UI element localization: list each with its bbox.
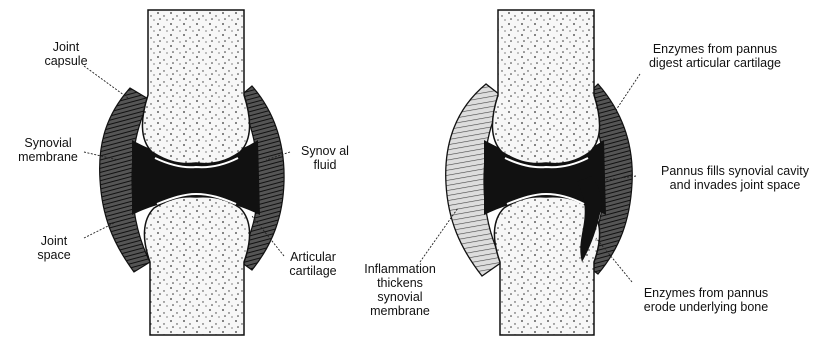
arthritic-joint: [446, 10, 633, 335]
normal-upper-bone: [142, 10, 249, 164]
arthritic-lower-bone: [494, 197, 599, 335]
label-articular-cartilage: Articular cartilage: [276, 250, 350, 278]
label-line: Joint: [30, 40, 102, 54]
label-line: space: [22, 248, 86, 262]
label-line: erode underlying bone: [616, 300, 796, 314]
label-line: Inflammation: [352, 262, 448, 276]
label-line: Pannus fills synovial cavity: [636, 164, 834, 178]
label-line: membrane: [352, 304, 448, 318]
label-line: and invades joint space: [636, 178, 834, 192]
label-pannus-fills: Pannus fills synovial cavity and invades…: [636, 164, 834, 192]
label-line: cartilage: [276, 264, 350, 278]
normal-lower-bone: [144, 197, 249, 335]
label-line: membrane: [8, 150, 88, 164]
label-line: fluid: [290, 158, 360, 172]
label-line: capsule: [30, 54, 102, 68]
label-line: Articular: [276, 250, 350, 264]
label-joint-capsule: Joint capsule: [30, 40, 102, 68]
label-synovial-fluid: Synov al fluid: [290, 144, 360, 172]
normal-joint: [100, 10, 284, 335]
label-line: thickens: [352, 276, 448, 290]
arthritic-upper-bone: [492, 10, 599, 164]
label-line: Enzymes from pannus: [616, 286, 796, 300]
label-line: digest articular cartilage: [620, 56, 810, 70]
label-line: Synov al: [290, 144, 360, 158]
label-line: Synovial: [8, 136, 88, 150]
label-line: Enzymes from pannus: [620, 42, 810, 56]
label-joint-space: Joint space: [22, 234, 86, 262]
label-inflammation: Inflammation thickens synovial membrane: [352, 262, 448, 318]
label-enzymes-cartilage: Enzymes from pannus digest articular car…: [620, 42, 810, 70]
label-line: Joint: [22, 234, 86, 248]
label-synovial-membrane: Synovial membrane: [8, 136, 88, 164]
label-line: synovial: [352, 290, 448, 304]
label-enzymes-bone: Enzymes from pannus erode underlying bon…: [616, 286, 796, 314]
